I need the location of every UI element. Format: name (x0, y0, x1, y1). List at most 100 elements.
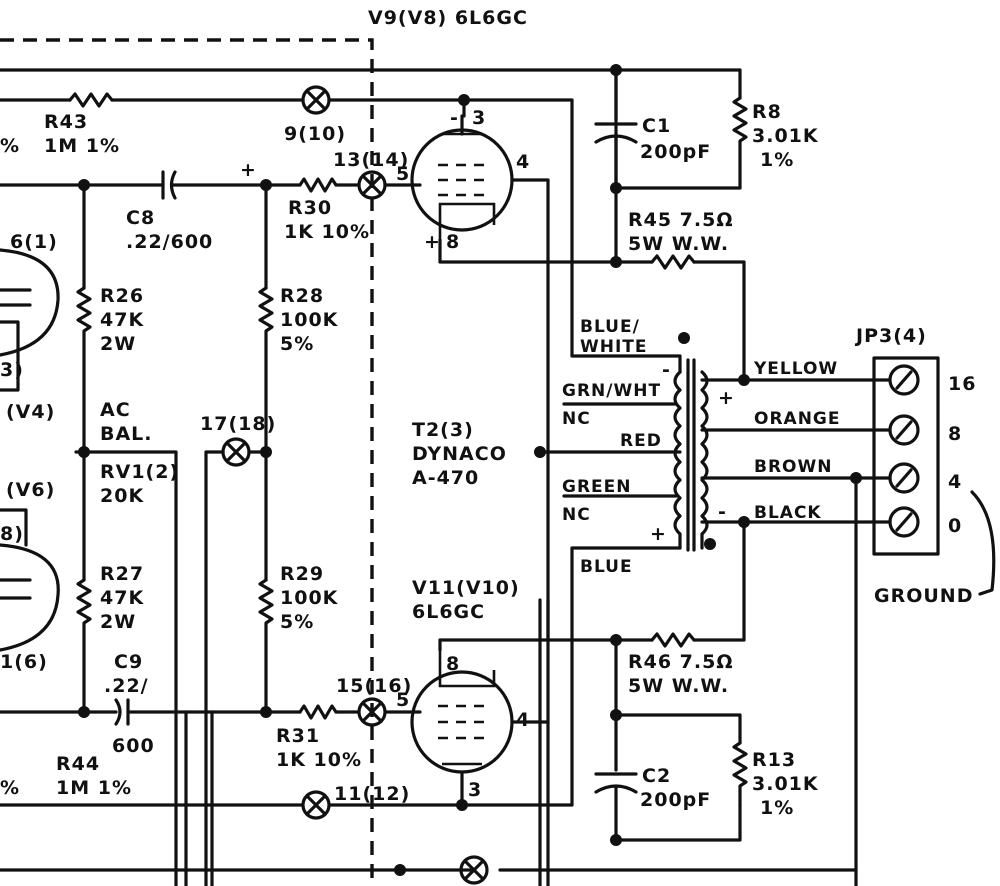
r28-label: R28 (280, 285, 324, 307)
plus-primary: + (650, 523, 667, 545)
plus-secondary: + (718, 387, 735, 409)
r30-label: R30 (288, 197, 332, 219)
r31-resistor (298, 704, 338, 720)
r46-label: R46 7.5Ω (628, 651, 734, 673)
lamp-9 (301, 85, 331, 115)
c1-capacitor (594, 122, 638, 144)
pin3-bottom: 3 (468, 779, 482, 801)
lamp11-label: 11(12) (334, 783, 410, 805)
v6-top-label: 6(1) (10, 231, 58, 253)
diagram-title: V9(V8) 6L6GC (368, 7, 528, 29)
tap-0: 0 (948, 515, 962, 537)
pin8-top: 8 (446, 231, 460, 253)
r26-watt: 2W (100, 333, 136, 355)
c9-capacitor (114, 698, 130, 726)
yellow-label: YELLOW (753, 359, 838, 379)
minus-secondary: - (718, 501, 727, 523)
r8-value: 3.01K (752, 125, 819, 147)
left-3-label: 3) (0, 359, 24, 381)
tap-8: 8 (948, 423, 962, 445)
ac-label: AC (100, 399, 131, 421)
r46-resistor (650, 632, 696, 648)
r31-value: 1K 10% (276, 749, 362, 771)
v11-label: V11(V10) (412, 577, 520, 599)
pin5-bottom: 5 (396, 689, 410, 711)
r26-value: 47K (100, 309, 144, 331)
r13-label: R13 (752, 749, 796, 771)
r43-resistor (68, 92, 114, 108)
rv1-value: 20K (100, 485, 144, 507)
v11-type: 6L6GC (412, 601, 485, 623)
rv1-pot (74, 438, 86, 582)
tube-v9 (410, 114, 514, 240)
lamp-15 (357, 697, 387, 727)
r26-label: R26 (100, 285, 144, 307)
c2-label: C2 (642, 765, 671, 787)
junctions (78, 64, 862, 876)
r13-tol: 1% (760, 797, 794, 819)
tube-v11 (410, 650, 514, 774)
c9-value-2: 600 (112, 735, 155, 757)
r13-value: 3.01K (752, 773, 819, 795)
r27-label: R27 (100, 563, 144, 585)
pin8-bottom: 8 (446, 653, 460, 675)
lamp-11 (301, 790, 331, 820)
r8-label: R8 (752, 101, 782, 123)
nc1-label: NC (562, 409, 591, 429)
frag-pct-top: % (0, 135, 20, 157)
lamp17-label: 17(18) (200, 413, 276, 435)
r29-value: 100K (280, 587, 339, 609)
t2-label: T2(3) (412, 419, 474, 441)
green-label: GREEN (562, 477, 632, 497)
wire-c1-r8-bottom (614, 68, 742, 190)
t2-core (686, 358, 696, 552)
r45-label: R45 7.5Ω (628, 209, 734, 231)
r27-resistor (76, 578, 92, 714)
c1-label: C1 (642, 115, 671, 137)
r43-value: 1M 1% (44, 135, 120, 157)
pin5-top: 5 (396, 163, 410, 185)
c9-value-1: .22/ (104, 675, 149, 697)
r13-resistor (732, 741, 748, 807)
r44-label: R44 (56, 753, 100, 775)
r45-value: 5W W.W. (628, 233, 729, 255)
r8-resistor (732, 96, 748, 162)
lamp-bottom (459, 855, 489, 885)
pin4-bottom: 4 (516, 709, 530, 731)
r30-resistor (298, 177, 338, 193)
r29-label: R29 (280, 563, 324, 585)
r43-label: R43 (44, 111, 88, 133)
r31-label: R31 (276, 725, 320, 747)
v4-label: (V4) (6, 401, 55, 423)
blue-label: BLUE (580, 557, 633, 577)
jp3-terminal-block (872, 356, 940, 556)
plus-top: + (424, 231, 441, 253)
c1-value: 200pF (640, 141, 711, 163)
r44-value: 1M 1% (56, 777, 132, 799)
ground-label: GROUND (874, 585, 973, 607)
t2-type: A-470 (412, 467, 479, 489)
c2-capacitor (594, 772, 638, 794)
chassis-boundary (0, 38, 374, 886)
bal-label: BAL. (100, 423, 153, 445)
c2-value: 200pF (640, 789, 711, 811)
r45-resistor (650, 254, 696, 270)
t2-name: DYNACO (412, 443, 507, 465)
ground-arrow (970, 490, 996, 596)
rv1-label: RV1(2) (100, 461, 179, 483)
blue-white-2: WHITE (580, 337, 648, 357)
left-8-label: 8) (0, 523, 24, 545)
jp3-label: JP3(4) (854, 325, 927, 347)
blue-white-1: BLUE/ (580, 317, 640, 337)
r29-tol: 5% (280, 611, 314, 633)
tap-4: 4 (948, 471, 962, 493)
r28-tol: 5% (280, 333, 314, 355)
brown-label: BROWN (754, 457, 832, 477)
lamp15-label: 15(16) (336, 675, 412, 697)
r8-tol: 1% (760, 149, 794, 171)
minus-primary: - (662, 359, 671, 381)
t2-secondary-winding (700, 370, 709, 550)
wire-lamp9-cathode (328, 98, 574, 264)
lamp-17 (221, 437, 251, 467)
minus-top: - (450, 107, 459, 129)
